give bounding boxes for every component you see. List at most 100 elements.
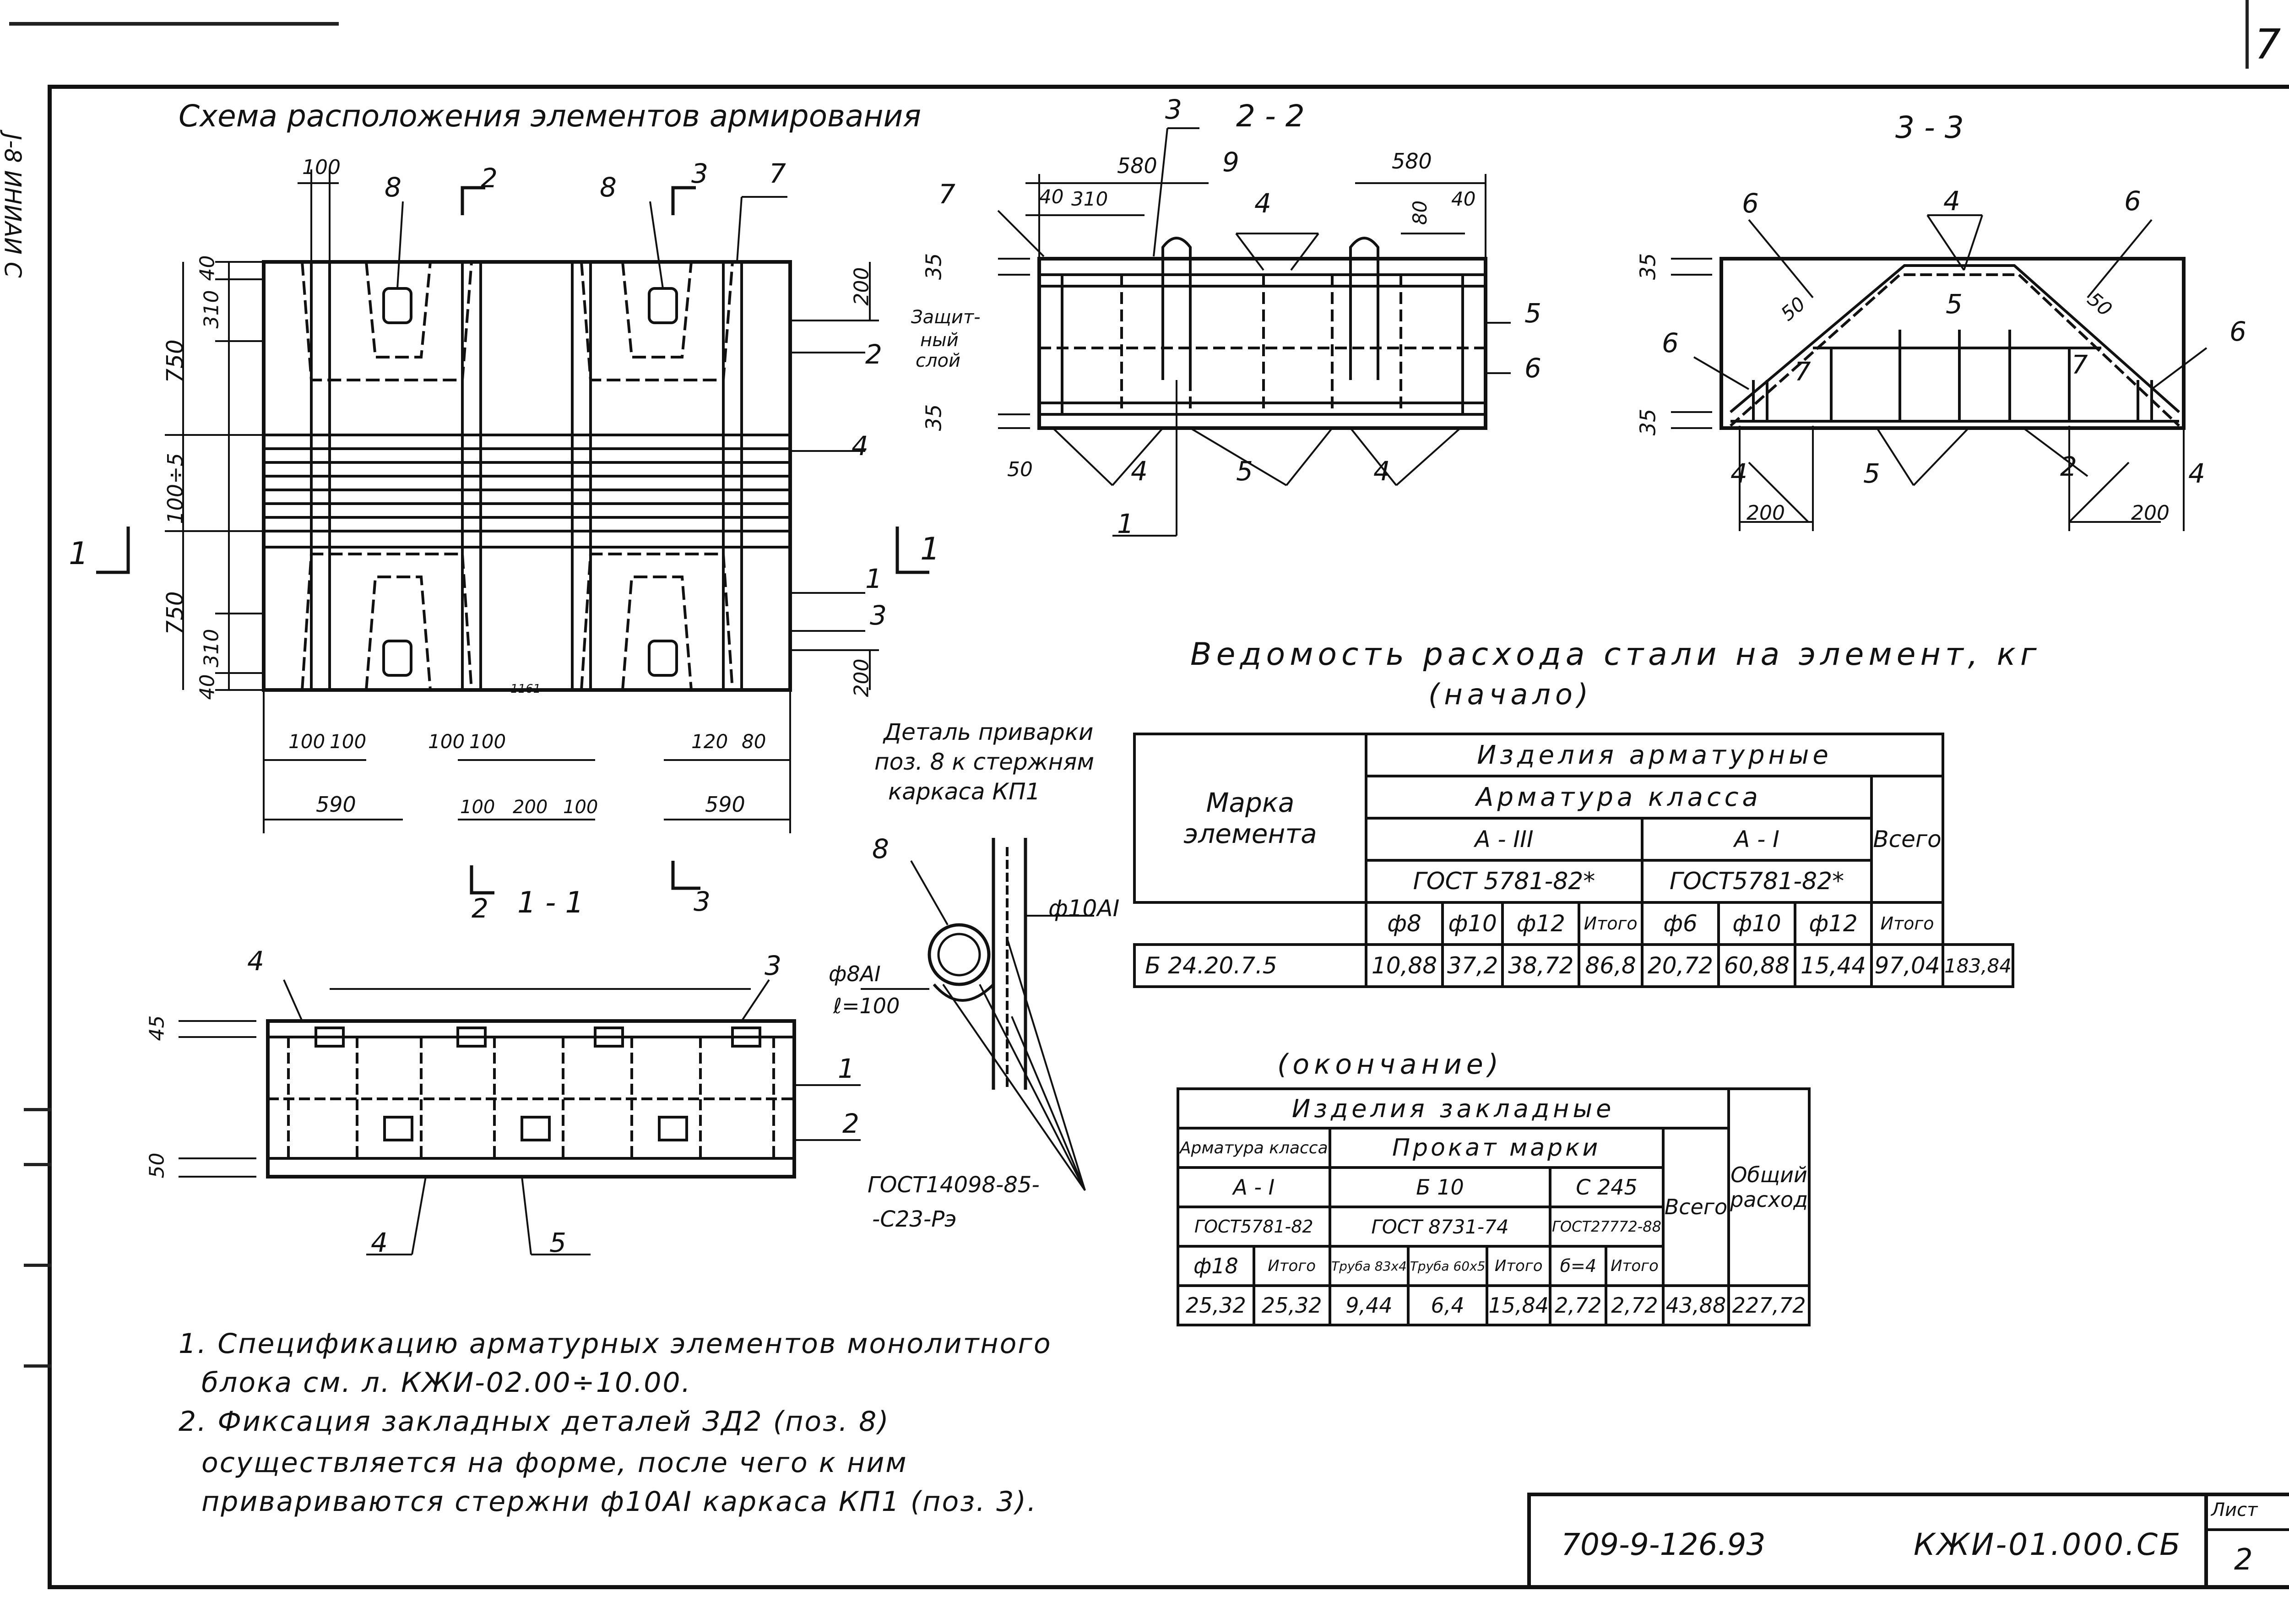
cell: 15,44 xyxy=(1793,943,1873,988)
steel-table-start: Марка элемента Изделия арматурные Армату… xyxy=(1133,733,2014,988)
s22-pos-7: 7 xyxy=(938,179,955,210)
s33-pos-2: 2 xyxy=(2060,451,2077,482)
th-gost-2: ГОСТ 8731-74 xyxy=(1328,1206,1552,1248)
section-3-3-title: 3 - 3 xyxy=(1895,110,1964,145)
s33-200-a: 200 xyxy=(1747,501,1785,525)
weld-len-label: ℓ=100 xyxy=(833,994,900,1018)
right-margin-line xyxy=(2246,0,2249,69)
col-d10: ф10 xyxy=(1441,901,1504,946)
col-pipe-60: Труба 60х5 xyxy=(1407,1245,1488,1287)
s22-50: 50 xyxy=(1007,458,1033,481)
th-mark: Марка элемента xyxy=(1133,733,1367,904)
s33-35-a: 35 xyxy=(1635,253,1660,280)
dim-120: 120 xyxy=(691,730,728,753)
s11-pos-4-top: 4 xyxy=(247,945,264,977)
dim-100-2: 100 xyxy=(330,730,367,753)
s11-pos-2: 2 xyxy=(842,1108,859,1139)
plan-pos-8-a: 8 xyxy=(385,172,401,203)
th-gost-b: ГОСТ5781-82* xyxy=(1641,859,1873,904)
dim-310-a: 310 xyxy=(200,290,223,329)
th-a1: A - I xyxy=(1641,817,1873,862)
dim-100-5: 100 xyxy=(460,797,495,818)
title-block-hdivider xyxy=(2204,1528,2289,1531)
margin-tick xyxy=(24,1108,51,1111)
sheet-number: 7 xyxy=(2255,21,2281,69)
dim-200-c: 200 xyxy=(513,797,548,818)
s33-200-b: 200 xyxy=(2131,501,2170,525)
s11-pos-4-bottom: 4 xyxy=(371,1227,388,1258)
table2-subtitle: (окончание) xyxy=(1277,1048,1503,1081)
col-d12-b: ф12 xyxy=(1793,901,1873,946)
dim-100-top: 100 xyxy=(302,156,341,179)
cut-3-top: 3 xyxy=(691,158,708,189)
th-general: Общий расход xyxy=(1727,1087,1811,1287)
dim-1161: 1161 xyxy=(510,682,541,696)
col-d12: ф12 xyxy=(1501,901,1581,946)
th-total-2: Всего xyxy=(1661,1127,1730,1287)
s33-35-b: 35 xyxy=(1635,408,1660,436)
s22-80: 80 xyxy=(1409,200,1432,225)
weld-title-2: поз. 8 к стержням xyxy=(874,749,1095,775)
s22-pos-4-b2: 4 xyxy=(1373,456,1390,487)
s33-pos-7-a: 7 xyxy=(1795,357,1811,387)
col-sum-a3: Итого xyxy=(1578,901,1644,946)
s22-pos-1: 1 xyxy=(1117,508,1134,539)
s22-protect-2: ный xyxy=(920,330,959,351)
steel-table-end: Изделия закладные Общий расход Арматура … xyxy=(1131,1087,1811,1326)
s22-pos-3: 3 xyxy=(1165,94,1182,125)
s33-pos-6-a: 6 xyxy=(1742,188,1759,219)
project-number: 709-9-126.93 xyxy=(1561,1527,1766,1562)
margin-tick xyxy=(24,1364,51,1368)
th-a3: A - III xyxy=(1364,817,1644,862)
s22-580-b: 580 xyxy=(1392,149,1432,174)
weld-rod-label: ф10АI xyxy=(1048,895,1120,922)
dim-100-6: 100 xyxy=(563,797,598,818)
s33-pos-5-b: 5 xyxy=(1863,458,1880,489)
dim-100-3: 100 xyxy=(428,730,465,753)
s22-35-a: 35 xyxy=(921,253,946,280)
plan-pos-3: 3 xyxy=(870,600,887,631)
th-b10: Б 10 xyxy=(1328,1166,1552,1208)
dim-310-b: 310 xyxy=(200,629,223,668)
s33-pos-5-mid: 5 xyxy=(1946,288,1963,320)
s33-pos-6-b: 6 xyxy=(2124,185,2141,217)
cut-2-top: 2 xyxy=(481,163,498,194)
s22-pos-5-b: 5 xyxy=(1236,456,1253,487)
th-total: Всего xyxy=(1870,775,1945,904)
sheet-label: Лист xyxy=(2211,1499,2258,1521)
s22-580-a: 580 xyxy=(1117,153,1157,178)
cell-total-2: 43,88 xyxy=(1661,1284,1730,1326)
cell: 25,32 xyxy=(1252,1284,1331,1326)
col-sum-1: Итого xyxy=(1252,1245,1331,1287)
cell-total: 183,84 xyxy=(1942,943,2014,988)
dim-100-1: 100 xyxy=(288,730,325,753)
th-products: Изделия арматурные xyxy=(1364,733,1945,777)
cell: 2,72 xyxy=(1549,1284,1608,1326)
s22-pos-9: 9 xyxy=(1222,147,1239,178)
scheme-title: Схема расположения элементов армирования xyxy=(179,98,922,134)
weld-bar-label: ф8АI xyxy=(829,961,881,986)
th-embedded: Изделия закладные xyxy=(1176,1087,1730,1130)
th-a1-2: A - I xyxy=(1177,1166,1331,1208)
s22-pos-4-b1: 4 xyxy=(1131,456,1148,487)
s11-pos-3: 3 xyxy=(765,950,781,981)
note-1a: 1. Спецификацию арматурных элементов мон… xyxy=(179,1328,1052,1360)
col-pipe-83: Труба 83х4 xyxy=(1328,1245,1410,1287)
s33-pos-6-d: 6 xyxy=(2229,316,2246,347)
weld-gost-1: ГОСТ14098-85- xyxy=(868,1172,1040,1198)
cell: 15,84 xyxy=(1485,1284,1552,1326)
s22-protect-1: Защит- xyxy=(911,307,981,328)
dim-750-a: 750 xyxy=(162,339,189,383)
drawing-code: КЖИ-01.000.СБ xyxy=(1914,1527,2182,1562)
weld-gost-2: -С23-Рэ xyxy=(872,1206,957,1232)
plan-pos-1: 1 xyxy=(865,563,882,594)
dim-80: 80 xyxy=(742,730,766,753)
plan-pos-4: 4 xyxy=(852,430,868,462)
cell: 37,2 xyxy=(1441,943,1504,988)
plan-pos-8-b: 8 xyxy=(600,172,617,203)
th-gost-3: ГОСТ27772-88 xyxy=(1549,1206,1665,1248)
dim-100-4: 100 xyxy=(469,730,506,753)
weld-title-1: Деталь приварки xyxy=(884,719,1094,745)
plan-view xyxy=(96,169,929,895)
